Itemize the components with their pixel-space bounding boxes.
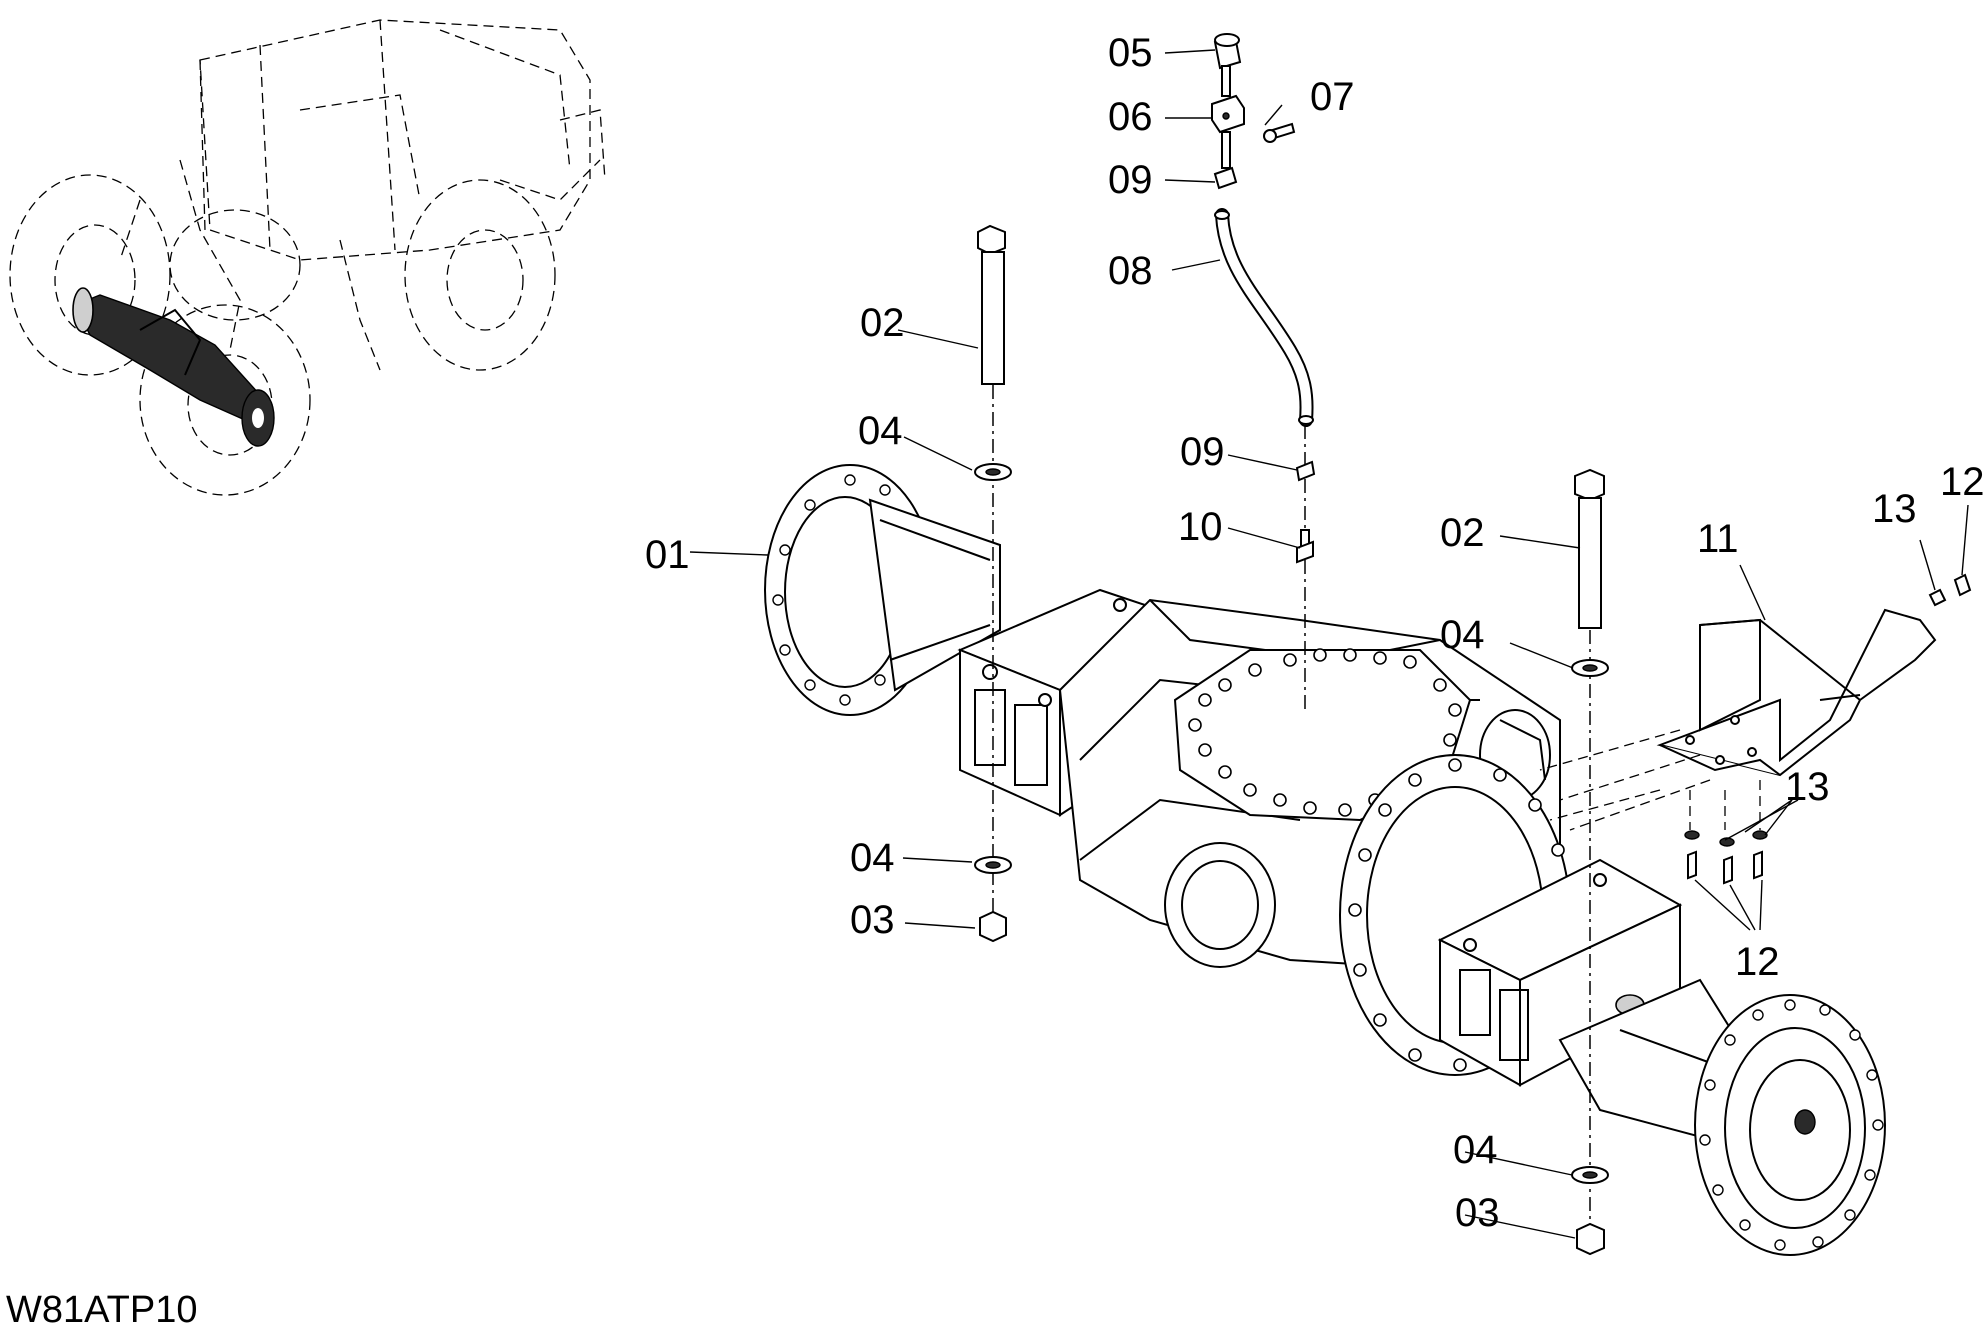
callout-13-top: 13 — [1872, 487, 1917, 531]
callout-02-right: 02 — [1440, 511, 1485, 555]
callout-08: 08 — [1108, 249, 1153, 293]
callout-04-upper-right: 04 — [1440, 613, 1485, 657]
right-flange-bolts — [1699, 999, 1884, 1251]
drawing-code: W81ATP10 — [6, 1289, 197, 1331]
bracket-assembly — [1539, 573, 1972, 885]
callout-04-upper-left: 04 — [858, 409, 903, 453]
callout-13-right: 13 — [1785, 765, 1830, 809]
axle-housing-01 — [764, 464, 1886, 1256]
callout-10: 10 — [1178, 505, 1223, 549]
callout-09-upper: 09 — [1108, 158, 1153, 202]
leader-lines — [689, 49, 1969, 1239]
callout-06: 06 — [1108, 95, 1153, 139]
callout-11: 11 — [1697, 517, 1739, 561]
breather-assembly — [1211, 33, 1316, 710]
cover-bolts — [1188, 648, 1462, 817]
callout-09-lower: 09 — [1180, 430, 1225, 474]
callout-03-right: 03 — [1455, 1191, 1500, 1235]
callout-12-top: 12 — [1940, 460, 1985, 504]
callout-04-lower-left: 04 — [850, 836, 895, 880]
machine-locator-illustration — [9, 19, 606, 496]
callout-05: 05 — [1108, 31, 1153, 75]
callout-07: 07 — [1310, 75, 1355, 119]
callout-labels: 01 02 02 03 03 04 04 04 04 05 06 07 08 0… — [645, 31, 1985, 1235]
callout-02-left: 02 — [860, 301, 905, 345]
callout-03-left: 03 — [850, 898, 895, 942]
left-bolt-stack — [974, 224, 1012, 943]
callout-12-bottom: 12 — [1735, 940, 1780, 984]
callout-04-lower-right: 04 — [1453, 1128, 1498, 1172]
right-bolt-stack — [1571, 468, 1609, 1256]
callout-01: 01 — [645, 533, 690, 577]
